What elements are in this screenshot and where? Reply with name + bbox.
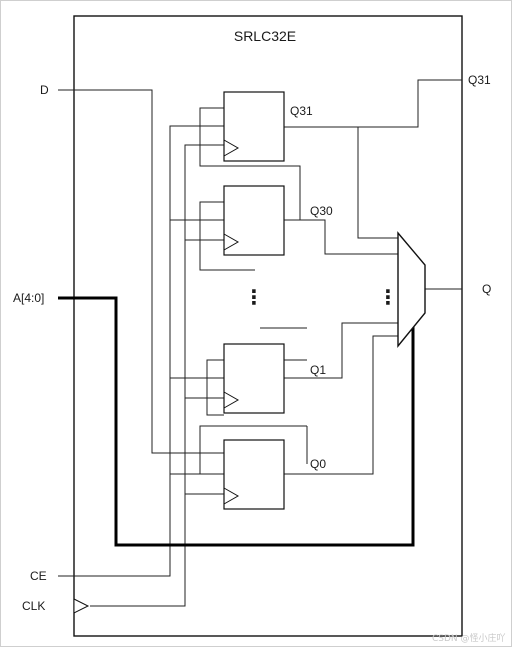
stage-q1-label: Q1: [310, 363, 326, 377]
wires: [58, 79, 462, 607]
output-mux: [397, 231, 426, 348]
mux-ellipsis: ⋮: [378, 287, 398, 309]
chain-ellipsis: ⋮: [244, 287, 264, 309]
input-d-label: D: [40, 83, 49, 97]
primitive-title: SRLC32E: [234, 28, 296, 44]
primitive-box: [73, 15, 463, 637]
stage-q0-label: Q0: [310, 457, 326, 471]
address-bus: [58, 296, 415, 547]
output-q-label: Q: [482, 282, 491, 296]
output-q31-label: Q31: [468, 73, 491, 87]
clk-buffer-icon: [73, 598, 90, 614]
ff-stage-q1: [223, 343, 285, 414]
watermark: CSDN @怪小庄吖: [432, 632, 506, 644]
ff-stage-q30: [223, 185, 285, 256]
stage-q30-label: Q30: [310, 204, 333, 218]
ff-stage-q31: [223, 91, 285, 162]
input-clk-label: CLK: [22, 599, 45, 613]
input-ce-label: CE: [30, 569, 47, 583]
input-addr-label: A[4:0]: [13, 291, 44, 305]
ff-stage-q0: [223, 439, 285, 510]
stage-q31-label: Q31: [290, 104, 313, 118]
